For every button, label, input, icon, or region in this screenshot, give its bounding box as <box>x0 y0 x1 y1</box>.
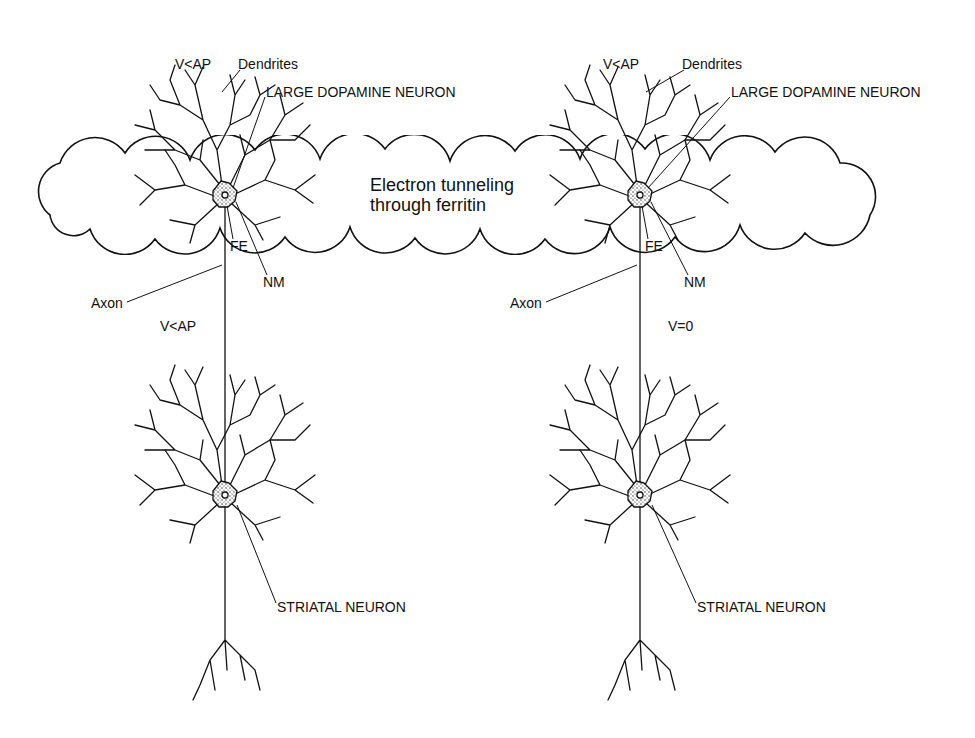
part-label: LARGE DOPAMINE NEURON <box>731 84 921 100</box>
part-label: NM <box>263 274 285 290</box>
part-label: STRIATAL NEURON <box>277 599 406 615</box>
ferritin-cloud: Electron tunneling through ferritin <box>30 135 890 255</box>
part-label: V<AP <box>603 56 639 72</box>
part-label: Dendrites <box>238 56 298 72</box>
part-label: STRIATAL NEURON <box>697 599 826 615</box>
node-text: Electron tunneling through ferritin <box>370 175 555 215</box>
part-label: FE <box>230 238 248 254</box>
part-label: Dendrites <box>682 56 742 72</box>
part-label: V<AP <box>160 318 196 334</box>
part-label: NM <box>684 274 706 290</box>
part-label: FE <box>645 238 663 254</box>
part-label: Axon <box>510 295 542 311</box>
part-label: V<AP <box>175 56 211 72</box>
part-label: V=0 <box>668 318 693 334</box>
part-label: LARGE DOPAMINE NEURON <box>266 84 456 100</box>
part-label: Axon <box>91 295 123 311</box>
leader-lines <box>127 70 730 603</box>
